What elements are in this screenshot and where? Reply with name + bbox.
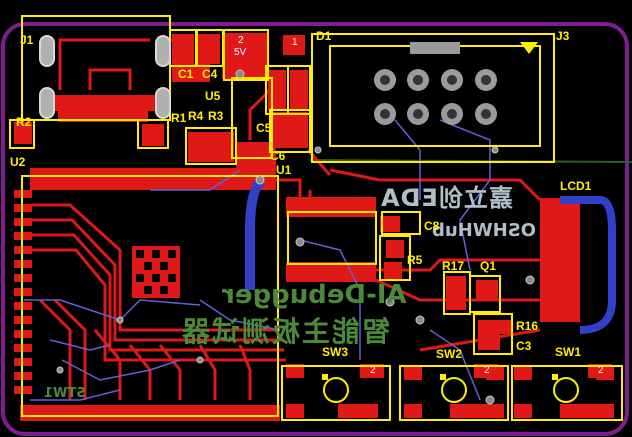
switch-markers — [322, 374, 558, 380]
u2-pin-row-top — [30, 168, 276, 190]
designator-c6[interactable]: C6 — [270, 149, 286, 163]
board-outline — [1, 22, 629, 436]
pad-label-voltage: 5V — [234, 47, 247, 58]
designator-c5[interactable]: C5 — [256, 121, 272, 135]
designator-r2[interactable]: R2 — [16, 115, 32, 129]
lcd1-connector-pads — [540, 198, 580, 322]
designator-u2[interactable]: U2 — [10, 155, 26, 169]
bottom-brand-text: 嘉立创EDA — [380, 184, 513, 212]
regulator-pad — [222, 33, 268, 79]
designator-r5[interactable]: R5 — [407, 253, 423, 267]
designator-c8[interactable]: C8 — [424, 219, 440, 233]
designator-u5[interactable]: U5 — [205, 89, 221, 103]
copper-traces — [32, 38, 542, 400]
pad-number-sw3: 2 — [370, 365, 376, 376]
designator-j1[interactable]: J1 — [20, 33, 34, 47]
designator-r1[interactable]: R1 — [171, 111, 187, 125]
pad-number-sw2: 2 — [484, 365, 490, 376]
vias — [56, 69, 535, 405]
designator-r3[interactable]: R3 — [208, 109, 224, 123]
designator-sw1[interactable]: SW1 — [555, 345, 582, 359]
pad-number-regulator: 2 — [238, 35, 244, 46]
pad-number-sw1: 2 — [598, 365, 604, 376]
j3-outline — [311, 33, 555, 163]
designator-sw2[interactable]: SW2 — [436, 347, 463, 361]
designator-r4[interactable]: R4 — [188, 109, 204, 123]
u2-outline — [21, 175, 279, 417]
j3-header-pins — [374, 69, 497, 125]
j3-latch — [410, 42, 460, 54]
designator-c3[interactable]: C3 — [516, 339, 532, 353]
bottom-product-cn: 智能主板测试器 — [180, 315, 391, 348]
thermal-vias — [136, 250, 176, 294]
designator-u1[interactable]: U1 — [276, 163, 292, 177]
bottom-product-text: AI-Debugger — [222, 280, 407, 310]
designator-c1[interactable]: C1 — [178, 67, 194, 81]
u2-pin-row-bottom — [20, 405, 280, 421]
switch-actuators — [323, 377, 579, 403]
bottom-traces — [24, 119, 491, 401]
designator-r17[interactable]: R17 — [442, 259, 465, 273]
d1-pad — [283, 35, 305, 55]
bottom-corner-text: STW1 — [44, 386, 86, 401]
j3-pin1-marker — [520, 42, 538, 54]
bottom-thick-trace — [245, 176, 266, 290]
j1-mounting-holes — [39, 35, 171, 119]
designator-sw3[interactable]: SW3 — [322, 345, 349, 359]
sw2-outline — [399, 365, 509, 421]
pad-number-d1: 1 — [292, 37, 298, 48]
sw3-outline — [281, 365, 391, 421]
bottom-thick-trace-lcd — [560, 196, 616, 334]
designator-r16[interactable]: R16 — [516, 319, 539, 333]
j1-outline — [21, 15, 171, 121]
designator-q1[interactable]: Q1 — [480, 259, 497, 273]
designator-c4[interactable]: C4 — [202, 67, 218, 81]
designator-d1[interactable]: D1 — [316, 29, 332, 43]
designator-lcd1[interactable]: LCD1 — [560, 179, 592, 193]
u1-outline — [287, 211, 377, 265]
silkscreen-layer — [9, 15, 623, 421]
sw1-outline — [511, 365, 623, 421]
bottom-brand-sub: OSHWHub — [432, 220, 536, 241]
designator-j3[interactable]: J3 — [556, 29, 570, 43]
